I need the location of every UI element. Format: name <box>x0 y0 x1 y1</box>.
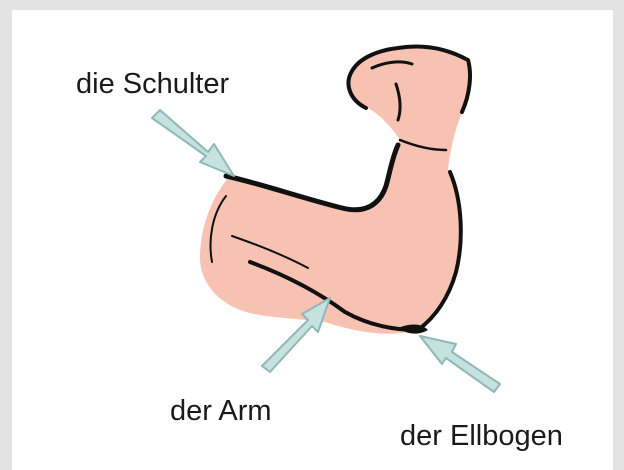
label-elbow: der Ellbogen <box>400 422 563 451</box>
shoulder-arrow <box>152 110 234 176</box>
arm-shape <box>200 48 469 333</box>
elbow-arrow <box>420 336 500 392</box>
label-shoulder: die Schulter <box>76 70 229 99</box>
label-arm: der Arm <box>170 397 272 426</box>
